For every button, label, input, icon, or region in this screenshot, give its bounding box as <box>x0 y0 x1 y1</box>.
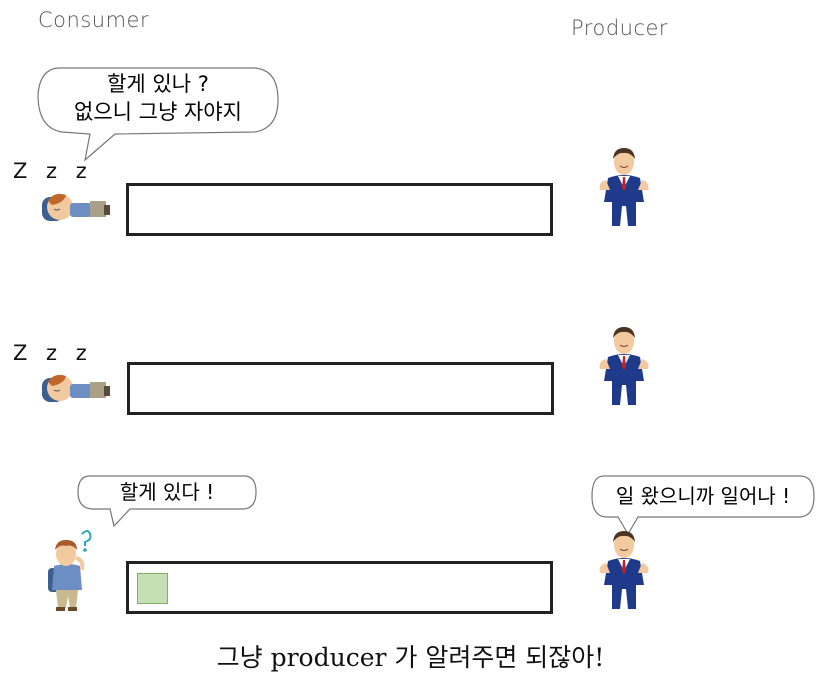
zzz-label-2: Z z z <box>13 341 93 365</box>
consumer-speech-bubble-1 <box>37 67 279 162</box>
zzz-label-1: Z z z <box>13 159 93 183</box>
producer-speech-bubble <box>591 475 815 536</box>
sleeping-consumer-icon <box>42 374 110 402</box>
consumer-bubble-text-3: 할게 있다 ! <box>119 480 215 504</box>
queue-1 <box>126 183 553 236</box>
awake-consumer-icon <box>48 530 92 611</box>
consumer-header: Consumer <box>38 8 150 32</box>
producer-header: Producer <box>571 16 669 40</box>
caption: 그냥 producer 가 알려주면 되잖아! <box>216 643 605 672</box>
queue-3 <box>126 561 553 614</box>
consumer-bubble-text-1: 할게 있나 ? 없으니 그냥 자야지 <box>42 70 274 126</box>
producer-icon-3 <box>599 531 649 609</box>
bubble-line-2: 없으니 그냥 자야지 <box>74 100 242 124</box>
producer-bubble-text: 일 왔으니까 일어나 ! <box>615 484 791 508</box>
sleeping-consumer-icon <box>42 193 110 221</box>
queue-2 <box>127 362 554 415</box>
producer-icon-2 <box>599 327 649 405</box>
bubble-line-1: 할게 있나 ? <box>107 72 209 96</box>
queue-item <box>137 573 168 604</box>
producer-icon-1 <box>599 148 649 226</box>
consumer-speech-bubble-3 <box>77 475 257 528</box>
